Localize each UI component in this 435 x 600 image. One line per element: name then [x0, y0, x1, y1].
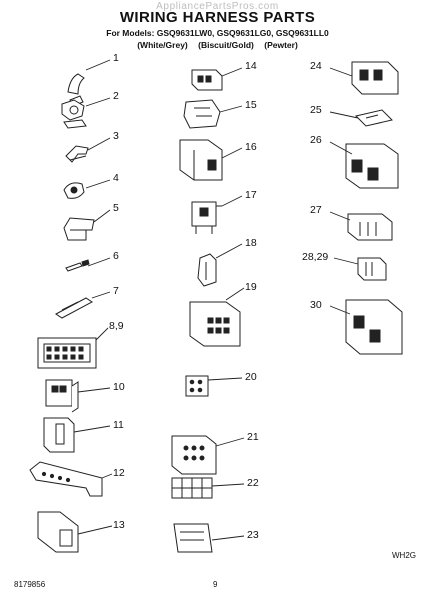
part-7-strip — [55, 297, 93, 319]
part-number-23: 23 — [247, 529, 259, 541]
leader-20 — [207, 377, 243, 381]
leader-30 — [329, 305, 351, 315]
part-number-6: 6 — [113, 250, 119, 262]
part-20-connector — [185, 375, 209, 397]
part-number-28-29: 28,29 — [302, 251, 329, 263]
part-26-connector — [345, 143, 399, 189]
part-number-15: 15 — [245, 99, 257, 111]
part-number-17: 17 — [245, 189, 257, 201]
leader-24 — [329, 67, 353, 77]
model-list: For Models: GSQ9631LW0, GSQ9631LG0, GSQ9… — [106, 28, 329, 38]
part-12-strip — [29, 461, 103, 497]
part-number-18: 18 — [245, 237, 257, 249]
part-11-connector — [43, 417, 75, 453]
part-8-9-connector — [37, 337, 97, 369]
part-13-connector — [37, 511, 79, 553]
part-number-20: 20 — [245, 371, 257, 383]
part-number-1: 1 — [113, 52, 119, 64]
leader-3 — [87, 137, 111, 151]
leader-16 — [221, 147, 243, 159]
page-number: 9 — [213, 580, 218, 589]
leader-14 — [221, 67, 243, 77]
part-number-2: 2 — [113, 90, 119, 102]
part-number-10: 10 — [113, 381, 125, 393]
part-16-connector — [179, 139, 223, 181]
part-14-connector — [191, 69, 223, 91]
leader-2 — [85, 97, 111, 107]
leader-1 — [85, 59, 111, 71]
part-number-4: 4 — [113, 172, 119, 184]
leader-7 — [91, 291, 111, 299]
part-6-screw — [65, 259, 90, 272]
part-number-11: 11 — [113, 419, 124, 431]
leader-11 — [73, 425, 111, 433]
leader-26 — [329, 141, 353, 155]
part-number-30: 30 — [310, 299, 322, 311]
part-number-24: 24 — [310, 60, 322, 72]
page-title: WIRING HARNESS PARTS — [119, 9, 316, 26]
part-number-13: 13 — [113, 519, 125, 531]
leader-22 — [211, 483, 245, 487]
part-number-21: 21 — [247, 431, 259, 443]
leader-18 — [215, 243, 243, 259]
part-27-connector — [347, 213, 393, 241]
figure-code: WH2G — [392, 551, 416, 560]
part-5-clip — [63, 217, 95, 241]
part-22-connector — [171, 477, 213, 499]
color-white-grey: (White/Grey) — [137, 40, 188, 50]
part-number-8-9: 8,9 — [109, 320, 124, 332]
color-legend: (White/Grey) (Biscuit/Gold) (Pewter) — [0, 40, 435, 50]
part-number-16: 16 — [245, 141, 257, 153]
part-3-clip — [65, 145, 89, 163]
leader-4 — [85, 179, 111, 189]
part-23-connector — [173, 523, 213, 553]
part-number-19: 19 — [245, 281, 257, 293]
part-19-connector — [189, 301, 241, 347]
part-28-29-connector — [357, 257, 387, 281]
leader-10 — [77, 387, 111, 393]
part-number-22: 22 — [247, 477, 259, 489]
part-number-7: 7 — [113, 285, 119, 297]
part-10-connector — [45, 379, 79, 413]
document-number: 8179856 — [14, 580, 46, 589]
leader-28-29 — [333, 257, 359, 265]
leader-6 — [87, 257, 111, 267]
part-21-connector — [171, 435, 217, 475]
part-30-connector — [345, 299, 403, 355]
leader-19 — [225, 287, 245, 301]
part-number-5: 5 — [113, 202, 119, 214]
leader-8-9 — [95, 327, 109, 341]
part-24-connector — [351, 61, 399, 95]
leader-5 — [93, 209, 111, 223]
part-number-14: 14 — [245, 60, 257, 72]
leader-25 — [329, 111, 359, 119]
watermark: AppliancePartsPros.com — [156, 1, 279, 12]
leader-27 — [329, 211, 351, 221]
part-17-connector — [191, 201, 222, 234]
leader-15 — [219, 105, 243, 113]
color-pewter: (Pewter) — [264, 40, 298, 50]
part-number-27: 27 — [310, 204, 322, 216]
part-25-plate — [355, 109, 393, 127]
leader-13 — [77, 525, 113, 535]
part-number-3: 3 — [113, 130, 119, 142]
leader-23 — [211, 535, 245, 541]
part-15-connector — [183, 99, 221, 129]
part-number-12: 12 — [113, 467, 125, 479]
leader-12 — [101, 473, 113, 479]
part-4-clip — [63, 182, 85, 199]
part-18-connector — [197, 253, 217, 287]
leader-17 — [221, 195, 243, 207]
leader-21 — [215, 437, 245, 447]
part-number-26: 26 — [310, 134, 322, 146]
leader-lines — [73, 59, 359, 541]
color-biscuit-gold: (Biscuit/Gold) — [198, 40, 254, 50]
part-2-clip — [61, 99, 87, 129]
part-number-25: 25 — [310, 104, 322, 116]
